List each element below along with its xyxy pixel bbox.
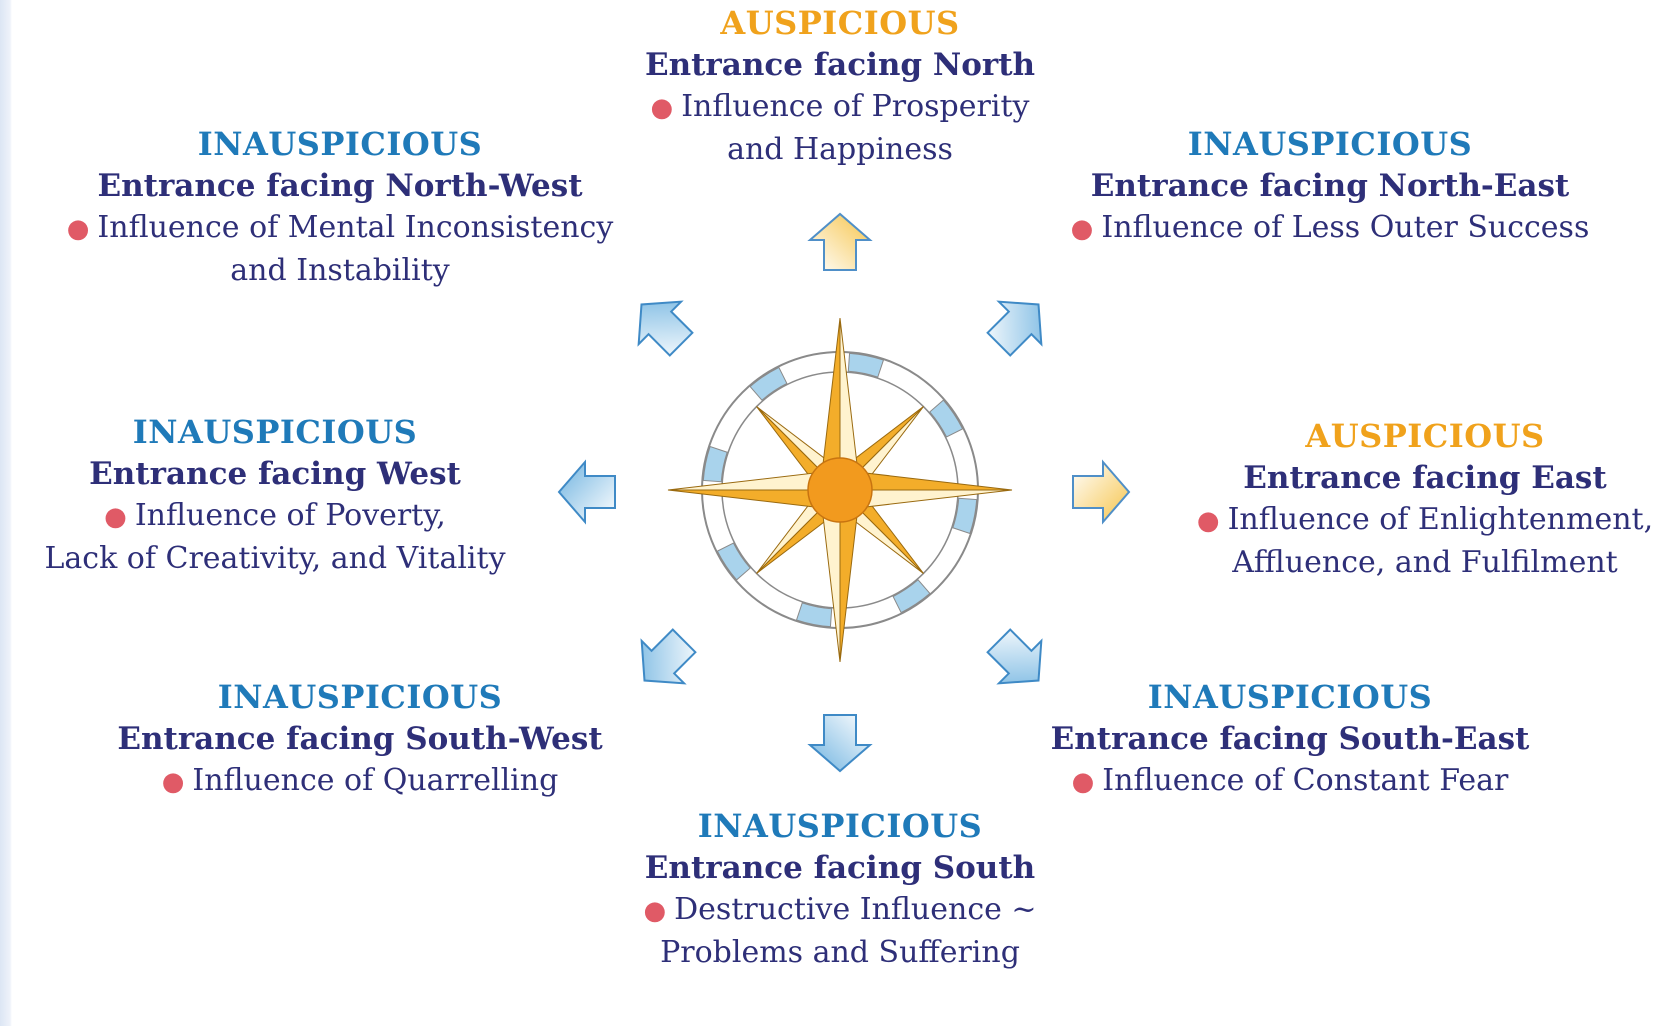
direction-block-north-east: INAUSPICIOUS Entrance facing North-East … [1060, 123, 1600, 250]
direction-heading: Entrance facing North-West [97, 168, 583, 204]
direction-heading: Entrance facing South-East [1050, 721, 1530, 757]
status-label: INAUSPICIOUS [1187, 125, 1473, 163]
arrow-up-left-icon [637, 300, 694, 357]
bullet-icon: ● [650, 93, 674, 123]
arrow-up-icon [807, 212, 873, 271]
direction-description: ●Influence of Poverty,Lack of Creativity… [44, 498, 506, 576]
status-label: INAUSPICIOUS [197, 125, 483, 163]
direction-block-east: AUSPICIOUS Entrance facing East ●Influen… [1190, 415, 1660, 584]
arrow-down-left-icon [640, 628, 697, 685]
arrow-right-icon [1072, 459, 1131, 525]
direction-heading: Entrance facing North [644, 47, 1036, 83]
bullet-icon: ● [104, 502, 127, 532]
status-label: INAUSPICIOUS [217, 678, 503, 716]
direction-heading: Entrance facing East [1243, 460, 1607, 496]
direction-description: ●Influence of Quarrelling [161, 763, 559, 798]
arrow-left-icon [557, 459, 616, 525]
direction-description: ●Influence of Less Outer Success [1070, 210, 1590, 245]
bullet-icon: ● [643, 896, 667, 926]
status-label: INAUSPICIOUS [132, 413, 418, 451]
arrow-down-right-icon [986, 628, 1043, 685]
status-label: INAUSPICIOUS [1147, 678, 1433, 716]
direction-block-south-west: INAUSPICIOUS Entrance facing South-West … [100, 676, 620, 803]
arrow-down-icon [807, 714, 873, 773]
direction-block-north: AUSPICIOUS Entrance facing North ●Influe… [600, 2, 1080, 171]
direction-block-west: INAUSPICIOUS Entrance facing West ●Influ… [30, 411, 520, 580]
direction-heading: Entrance facing West [89, 456, 461, 492]
bullet-icon: ● [1196, 506, 1220, 536]
direction-heading: Entrance facing North-East [1090, 168, 1570, 204]
direction-block-south: INAUSPICIOUS Entrance facing South ●Dest… [600, 805, 1080, 974]
status-label: INAUSPICIOUS [697, 807, 983, 845]
bullet-icon: ● [161, 767, 185, 797]
direction-block-south-east: INAUSPICIOUS Entrance facing South-East … [1030, 676, 1550, 803]
status-label: AUSPICIOUS [720, 4, 960, 42]
compass-rose-icon [667, 317, 1013, 663]
bullet-icon: ● [66, 214, 90, 244]
direction-description: ●Influence of Constant Fear [1071, 763, 1509, 798]
direction-heading: Entrance facing South-West [117, 721, 603, 757]
direction-block-north-west: INAUSPICIOUS Entrance facing North-West … [60, 123, 620, 292]
direction-heading: Entrance facing South [644, 850, 1036, 886]
bullet-icon: ● [1070, 214, 1094, 244]
bullet-icon: ● [1071, 767, 1095, 797]
compass-center-dot-icon [807, 457, 873, 523]
status-label: AUSPICIOUS [1305, 417, 1545, 455]
direction-description: ●Influence of Enlightenment,Affluence, a… [1196, 502, 1654, 580]
arrow-up-right-icon [986, 300, 1043, 357]
direction-description: ●Destructive Influence ~Problems and Suf… [643, 892, 1037, 970]
